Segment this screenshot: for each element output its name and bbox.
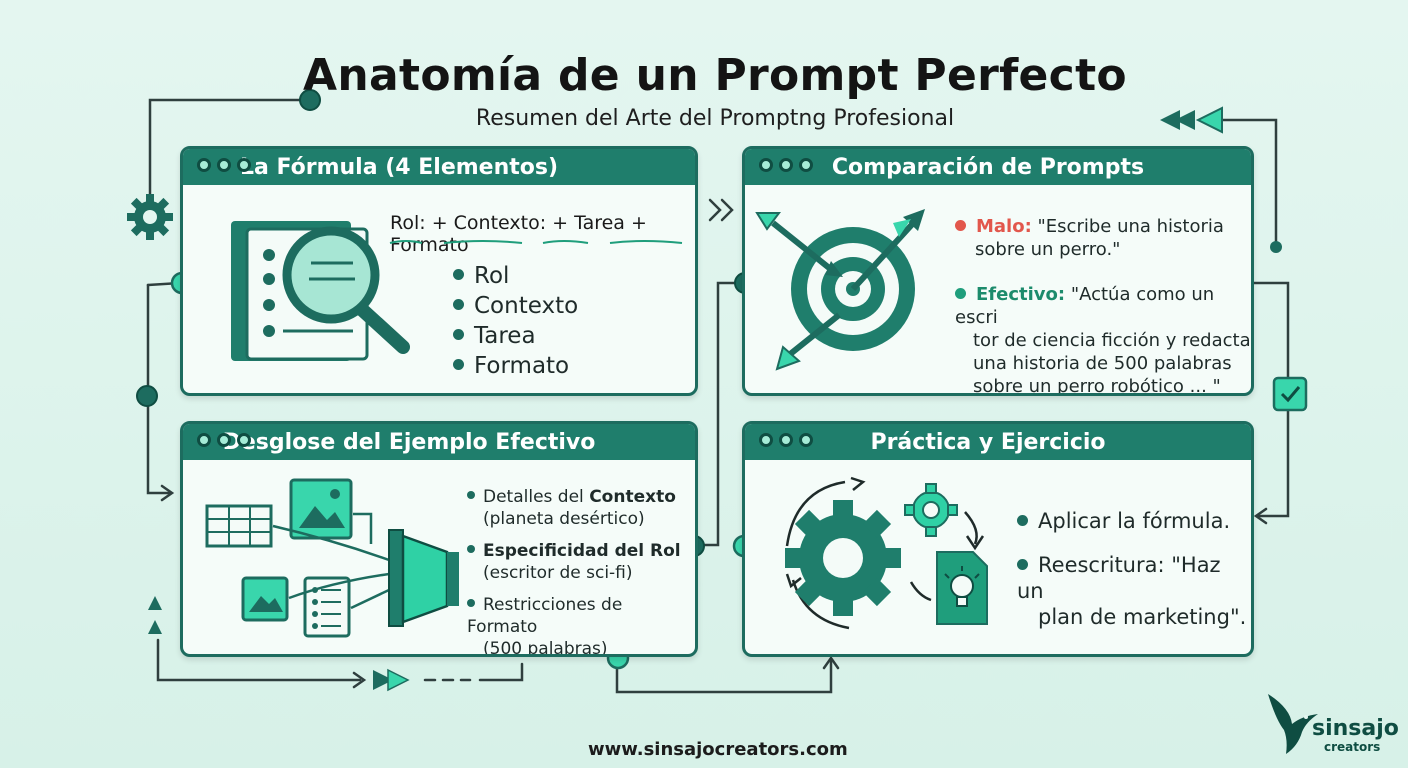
- practice-panel-header: Práctica y Ejercicio: [745, 424, 1251, 460]
- window-dots: [197, 433, 251, 447]
- gears-lightbulb-icon: [785, 476, 988, 630]
- list-item: Tarea: [453, 321, 578, 351]
- window-dots: [759, 158, 813, 172]
- document-magnifier-icon: [231, 221, 410, 361]
- formula-equation: Rol: + Contexto: + Tarea + Formato: [390, 212, 647, 256]
- comparison-heading: Comparación de Prompts: [831, 154, 1145, 180]
- breakdown-heading: Desglose del Ejemplo Efectivo: [222, 429, 596, 455]
- breakdown-item-format: Restricciones de Formato (500 palabras): [467, 595, 623, 657]
- logo-subtitle: creators: [1324, 740, 1381, 754]
- sinsajo-logo: sinsajo creators: [1262, 690, 1402, 762]
- footer-website: www.sinsajocreators.com: [588, 739, 848, 760]
- data-funnel-icon: [205, 478, 459, 638]
- breakdown-item-context: Detalles del Contexto (planeta desértico…: [467, 486, 676, 530]
- formula-panel-header: La Fórmula (4 Elementos): [183, 149, 695, 185]
- practice-item-rewrite: Reescritura: "Haz un plan de marketing".: [1017, 553, 1247, 629]
- list-item: Contexto: [453, 291, 578, 321]
- formula-element-list: Rol Contexto Tarea Formato: [453, 261, 578, 381]
- breakdown-panel: Desglose del Ejemplo Efectivo Detalles d…: [180, 421, 698, 657]
- practice-item-apply: Aplicar la fórmula.: [1017, 508, 1230, 534]
- comparison-panel-header: Comparación de Prompts: [745, 149, 1251, 185]
- page-subtitle: Resumen del Arte del Promptng Profesiona…: [475, 106, 955, 131]
- good-prompt-example: Efectivo: "Actúa como un escri tor de ci…: [955, 284, 1251, 396]
- breakdown-panel-header: Desglose del Ejemplo Efectivo: [183, 424, 695, 460]
- logo-name: sinsajo: [1312, 716, 1399, 741]
- formula-heading: La Fórmula (4 Elementos): [239, 154, 559, 180]
- page-title: Anatomía de un Prompt Perfecto: [303, 50, 1127, 101]
- comparison-panel: Comparación de Prompts Malo: "Escribe un…: [742, 146, 1254, 396]
- bad-prompt-example: Malo: "Escribe una historia sobre un per…: [955, 215, 1224, 261]
- target-arrows-icon: [755, 209, 925, 371]
- list-item: Rol: [453, 261, 578, 291]
- formula-underlines: [389, 240, 683, 244]
- breakdown-item-role: Especificidad del Rol (escritor de sci-f…: [467, 540, 681, 584]
- window-dots: [759, 433, 813, 447]
- window-dots: [197, 158, 251, 172]
- practice-heading: Práctica y Ejercicio: [870, 429, 1106, 455]
- gear-icon: [127, 194, 173, 240]
- bird-logo-icon: [1268, 694, 1318, 754]
- list-item: Formato: [453, 351, 578, 381]
- formula-panel: La Fórmula (4 Elementos) Rol: + Contexto…: [180, 146, 698, 396]
- practice-panel: Práctica y Ejercicio: [742, 421, 1254, 657]
